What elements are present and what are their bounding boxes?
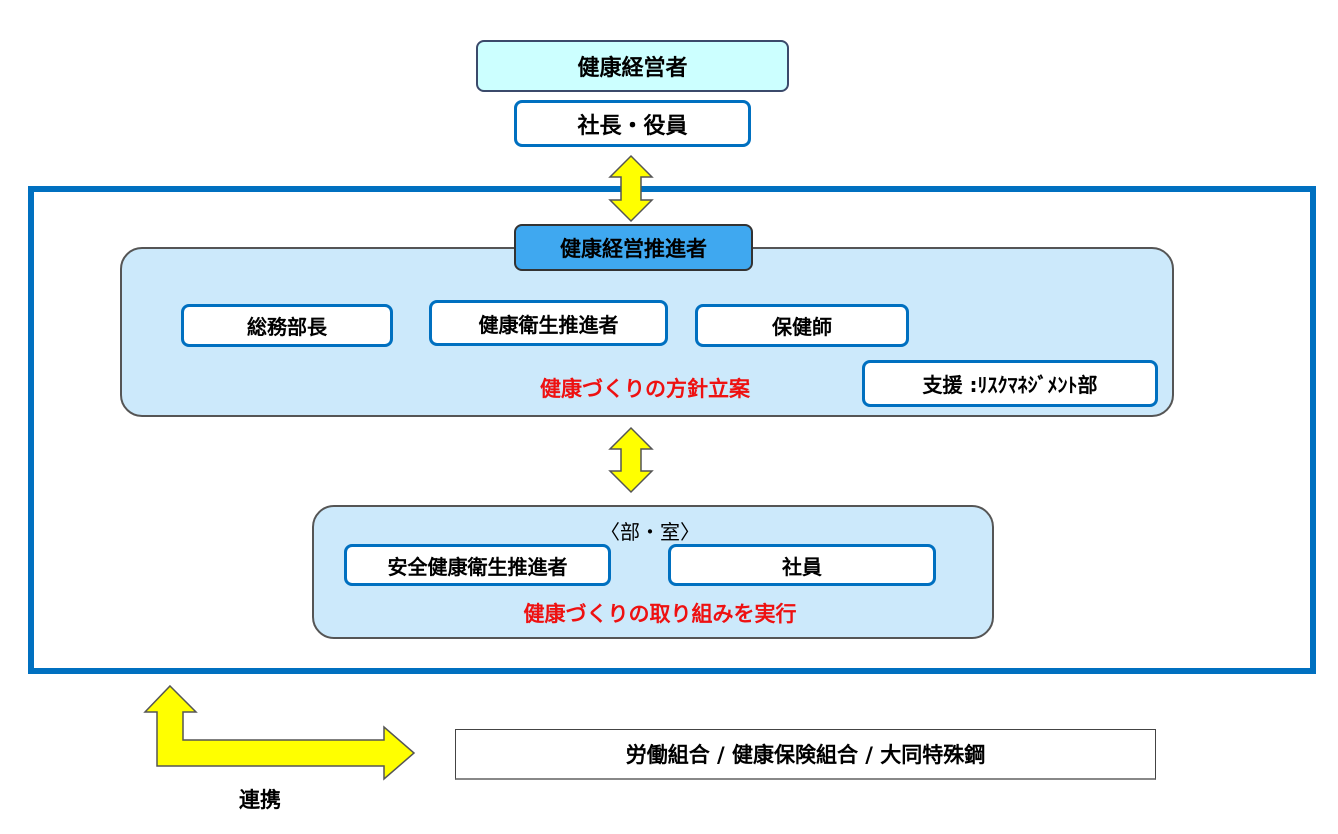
partners-box: 労働組合 / 健康保険組合 / 大同特殊鋼 xyxy=(455,729,1156,780)
member-box-nurse: 保健師 xyxy=(695,304,909,347)
health-manager-box: 健康経営者 xyxy=(476,40,789,92)
member-label: 安全健康衛生推進者 xyxy=(387,554,568,579)
member-label: 健康衛生推進者 xyxy=(478,312,619,337)
health-manager-label: 健康経営者 xyxy=(577,56,688,81)
member-label: 社員 xyxy=(782,554,822,579)
member-label: 総務部長 xyxy=(247,315,327,339)
member-box-employees: 社員 xyxy=(668,544,936,586)
support-box: 支援 :ﾘｽｸﾏﾈｼﾞﾒﾝﾄ部 xyxy=(862,360,1158,407)
department-heading: 〈部・室〉 xyxy=(600,520,700,544)
support-label: 支援 :ﾘｽｸﾏﾈｼﾞﾒﾝﾄ部 xyxy=(922,373,1098,397)
collaboration-label: 連携 xyxy=(239,788,281,812)
member-label: 保健師 xyxy=(772,315,832,339)
president-executives-box: 社長・役員 xyxy=(514,100,751,147)
partners-label: 労働組合 / 健康保険組合 / 大同特殊鋼 xyxy=(625,743,986,767)
double-arrow-icon xyxy=(608,154,654,223)
member-box-safety-promoter: 安全健康衛生推進者 xyxy=(344,544,611,586)
organization-frame xyxy=(28,186,1316,674)
member-box-general-affairs: 総務部長 xyxy=(181,304,393,347)
double-arrow-icon xyxy=(608,426,654,494)
bent-arrow-icon xyxy=(143,684,416,781)
member-box-health-promoter: 健康衛生推進者 xyxy=(429,300,668,346)
health-promoter-badge: 健康経営推進者 xyxy=(514,224,753,271)
health-promoter-label: 健康経営推進者 xyxy=(560,236,707,261)
execution-caption: 健康づくりの取り組みを実行 xyxy=(523,602,797,626)
policy-caption: 健康づくりの方針立案 xyxy=(540,377,750,401)
president-executives-label: 社長・役員 xyxy=(577,113,688,139)
